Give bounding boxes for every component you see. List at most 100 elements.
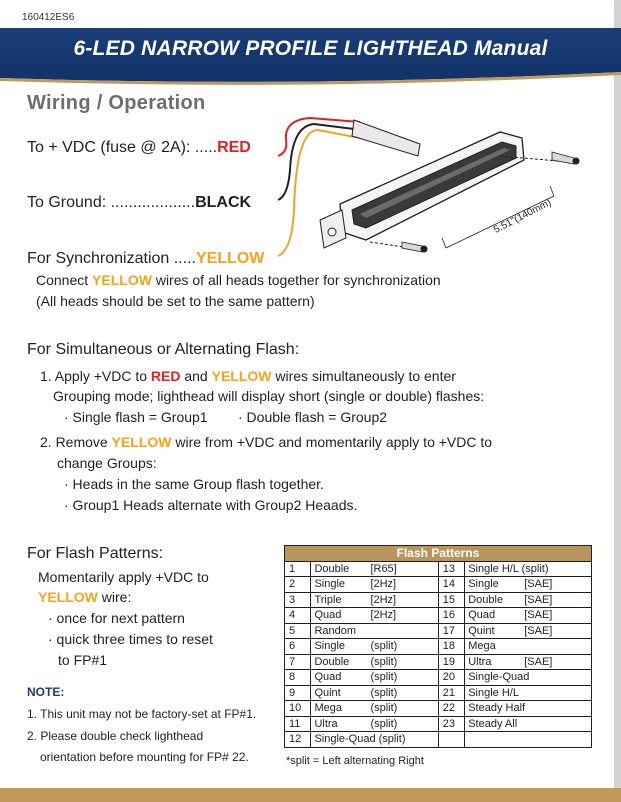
sync-text-a: Connect bbox=[36, 272, 93, 288]
step2-bullet2: · Group1 Heads alternate with Group2 Hea… bbox=[64, 497, 358, 513]
pattern-name: Double [R65] bbox=[310, 560, 439, 577]
page-edge bbox=[614, 0, 621, 802]
step2-text-a: 2. Remove bbox=[40, 434, 112, 450]
pattern-number: 6 bbox=[283, 638, 312, 655]
pattern-rate: [R65] bbox=[370, 562, 397, 575]
simultaneous-heading: For Simultaneous or Alternating Flash: bbox=[27, 341, 300, 358]
pattern-number: 20 bbox=[437, 669, 466, 686]
pattern-label: Quint bbox=[468, 624, 495, 637]
pattern-label: Double bbox=[314, 562, 350, 575]
document-code: 160412ES6 bbox=[22, 12, 75, 23]
pattern-number: 16 bbox=[437, 607, 466, 624]
page-title: 6-LED NARROW PROFILE LIGHTHEAD Manual bbox=[73, 37, 548, 60]
pattern-label: Steady Half bbox=[468, 702, 526, 714]
pattern-number: 4 bbox=[283, 607, 312, 624]
pattern-rate: (split) bbox=[370, 702, 398, 714]
pattern-number: 11 bbox=[283, 715, 312, 732]
wire-black-label: BLACK bbox=[195, 194, 252, 211]
pattern-rate: [SAE] bbox=[524, 593, 553, 606]
pattern-number: 5 bbox=[283, 622, 312, 639]
pattern-label: Ultra bbox=[314, 717, 338, 730]
pattern-name: Steady All bbox=[464, 715, 592, 732]
pattern-label: Mega bbox=[314, 702, 342, 714]
pattern-number: 13 bbox=[437, 560, 466, 577]
fp-bullet2: · quick three times to reset bbox=[48, 631, 213, 647]
fp-bullet1: · once for next pattern bbox=[48, 610, 185, 626]
pattern-label: Double bbox=[314, 655, 350, 668]
pattern-name: Mega bbox=[464, 638, 592, 655]
pattern-rate: (split) bbox=[370, 640, 398, 652]
step1-line2: Grouping mode; lighthead will display sh… bbox=[53, 388, 485, 404]
wire-ground-label: To Ground: ...................BLACK bbox=[27, 194, 251, 212]
pattern-name: Single[SAE] bbox=[464, 576, 592, 593]
pattern-number: 19 bbox=[437, 653, 466, 670]
pattern-label: Triple bbox=[314, 593, 342, 606]
pattern-label: Single H/L (split) bbox=[468, 562, 549, 575]
pattern-label: Double bbox=[468, 593, 504, 606]
pattern-number: 1 bbox=[283, 560, 312, 577]
pattern-label: Single H/L bbox=[468, 686, 519, 699]
pattern-rate: [2Hz] bbox=[370, 578, 397, 590]
pattern-rate: [SAE] bbox=[524, 624, 553, 637]
pattern-label: Single-Quad bbox=[468, 671, 530, 683]
pattern-name: Quint(split) bbox=[310, 684, 439, 701]
step1-bullet-single: · Single flash = Group1 bbox=[64, 409, 208, 425]
lighthead-illustration-icon bbox=[277, 116, 580, 257]
pattern-name: Single-Quad (split) bbox=[310, 731, 439, 748]
pattern-name: Mega (split) bbox=[310, 700, 439, 717]
note-title: NOTE: bbox=[27, 685, 65, 699]
table-title: Flash Patterns bbox=[284, 545, 592, 562]
pattern-name: Single [2Hz] bbox=[310, 576, 439, 593]
wire-red-label: RED bbox=[217, 139, 251, 156]
step2-line2: change Groups: bbox=[57, 455, 157, 471]
pattern-rate: [2Hz] bbox=[370, 593, 397, 606]
pattern-number: 7 bbox=[283, 653, 312, 670]
flash-patterns-heading: For Flash Patterns: bbox=[27, 545, 164, 562]
pattern-number: 12 bbox=[283, 731, 312, 748]
step1-and: and bbox=[180, 368, 212, 384]
pattern-label: Quad bbox=[468, 609, 496, 621]
pattern-label: Single-Quad (split) bbox=[314, 733, 406, 745]
fp-bullet2-cont: to FP#1 bbox=[58, 652, 108, 668]
pattern-name: Triple [2Hz] bbox=[310, 591, 439, 608]
wire-sync-text: For Synchronization ..... bbox=[27, 250, 196, 267]
step1-text-a: 1. Apply +VDC to bbox=[40, 368, 151, 384]
step1-yellow: YELLOW bbox=[211, 368, 272, 384]
pattern-name: Ultra(split) bbox=[310, 715, 439, 732]
sync-text-c: wires of all heads together for synchron… bbox=[151, 272, 441, 288]
pattern-label: Quad bbox=[314, 609, 342, 621]
pattern-name bbox=[464, 731, 592, 748]
step2-line1: 2. Remove YELLOW wire from +VDC and mome… bbox=[40, 432, 492, 452]
pattern-rate: [SAE] bbox=[524, 655, 553, 668]
pattern-name: Quad[2Hz] bbox=[310, 607, 439, 624]
pattern-number: 14 bbox=[437, 576, 466, 593]
pattern-name: Random bbox=[310, 622, 439, 639]
table-footnote: *split = Left alternating Right bbox=[286, 755, 424, 767]
step1-red: RED bbox=[150, 368, 181, 384]
pattern-number: 3 bbox=[283, 591, 312, 608]
fp-yellow: YELLOW bbox=[38, 589, 98, 605]
step1-text-b: wires simultaneously to enter bbox=[271, 368, 456, 384]
wire-yellow-label: YELLOW bbox=[195, 250, 265, 267]
fp-line2: YELLOW wire: bbox=[38, 587, 131, 607]
pattern-name: Single (split) bbox=[310, 638, 439, 655]
pattern-rate: (split) bbox=[370, 655, 398, 668]
pattern-number: 8 bbox=[283, 669, 312, 686]
pattern-label: Single bbox=[314, 578, 346, 590]
pattern-name: Steady Half bbox=[464, 700, 592, 717]
sync-note: (All heads should be set to the same pat… bbox=[36, 293, 315, 309]
pattern-name: Ultra[SAE] bbox=[464, 653, 592, 670]
pattern-label: Mega bbox=[468, 640, 496, 652]
pattern-label: Single bbox=[314, 640, 346, 652]
pattern-number: 22 bbox=[437, 700, 466, 717]
